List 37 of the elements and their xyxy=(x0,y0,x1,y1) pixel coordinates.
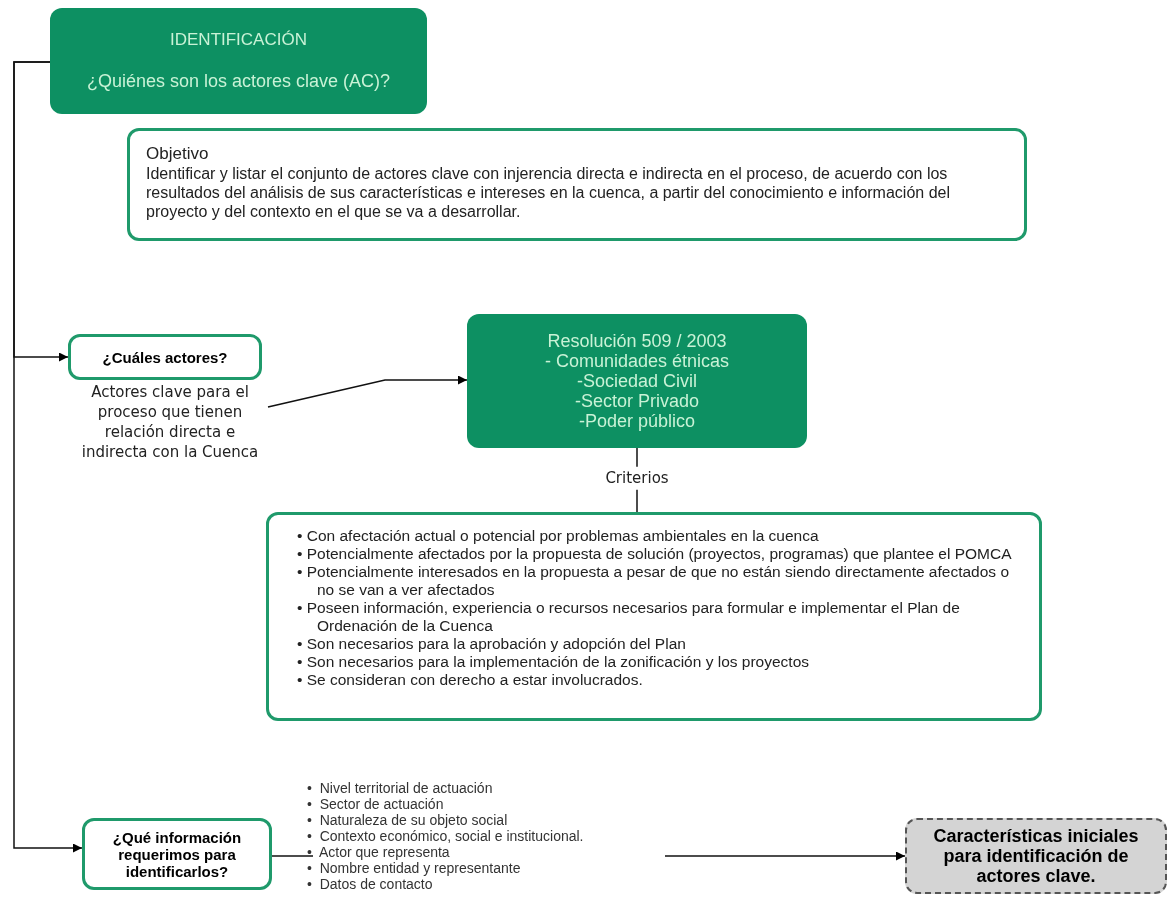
objective-box xyxy=(127,128,1027,241)
criterion-item: • Potencialmente interesados en la propuesta a pesar de que no están siendo directamente afectados o no se van a ver afectados xyxy=(297,563,1010,599)
list-item: • Datos de contacto xyxy=(307,876,433,892)
criterion-item: • Poseen información, experiencia o recursos necesarios para formular e implementar el Plan de Ordenación de la Cuenca xyxy=(297,599,961,635)
box-line: - Comunidades étnicas xyxy=(544,351,730,371)
result-box xyxy=(905,818,1167,894)
list-item: • Contexto económico, social e institucional. xyxy=(307,828,584,844)
box-heading: Objetivo xyxy=(146,143,210,165)
criterion-item: • Potencialmente afectados por la propuesta de solución (proyectos, programas) que plantee el POMCA xyxy=(297,545,1013,563)
list-item: • Actor que representa xyxy=(307,844,450,860)
criteria-box xyxy=(266,512,1042,721)
question-box xyxy=(68,334,262,380)
list-item: • Sector de actuación xyxy=(307,796,444,812)
criterion-item: • Son necesarios para la implementación de la zonificación y los proyectos xyxy=(297,653,811,671)
list-item: • Naturaleza de su objeto social xyxy=(307,812,508,828)
box-line: -Sector Privado xyxy=(574,391,700,411)
box-line: Resolución 509 / 2003 xyxy=(547,331,727,351)
category-box xyxy=(467,314,807,448)
question-text: ¿Qué información requerimos para identificarlos? xyxy=(111,828,243,880)
connector-arrow xyxy=(664,851,906,861)
list-item: • Nombre entidad y representante xyxy=(307,860,521,876)
description-text: Actores clave para el proceso que tienen relación directa e indirecta con la Cuenca xyxy=(80,382,260,462)
box-heading: IDENTIFICACIÓN xyxy=(170,28,307,51)
criterion-item: • Se consideran con derecho a estar involucrados. xyxy=(297,671,644,689)
list-item: • Nivel territorial de actuación xyxy=(307,780,493,796)
box-question: ¿Quiénes son los actores clave (AC)? xyxy=(86,70,391,94)
criterion-item: • Son necesarios para la aprobación y adopción del Plan xyxy=(297,635,687,653)
question-box xyxy=(82,818,272,890)
question-text: ¿Cuáles actores? xyxy=(102,348,228,366)
criterion-item: • Con afectación actual o potencial por problemas ambientales en la cuenca xyxy=(297,527,820,545)
connector-arrow xyxy=(267,375,468,408)
title-box xyxy=(50,8,427,114)
box-line: -Poder público xyxy=(578,411,696,431)
box-line: -Sociedad Civil xyxy=(576,371,698,391)
result-text: Características iniciales para identificación de actores clave. xyxy=(932,826,1140,886)
connector-arrow xyxy=(13,61,83,853)
box-paragraph: Identificar y listar el conjunto de actores clave con injerencia directa e indirecta en el proceso, de acuerdo con los resultados del análisis de sus características e intereses en la cuenca, a partir del conocimiento e información del proyecto y del contexto en el que se va a desarrollar. xyxy=(146,164,951,222)
